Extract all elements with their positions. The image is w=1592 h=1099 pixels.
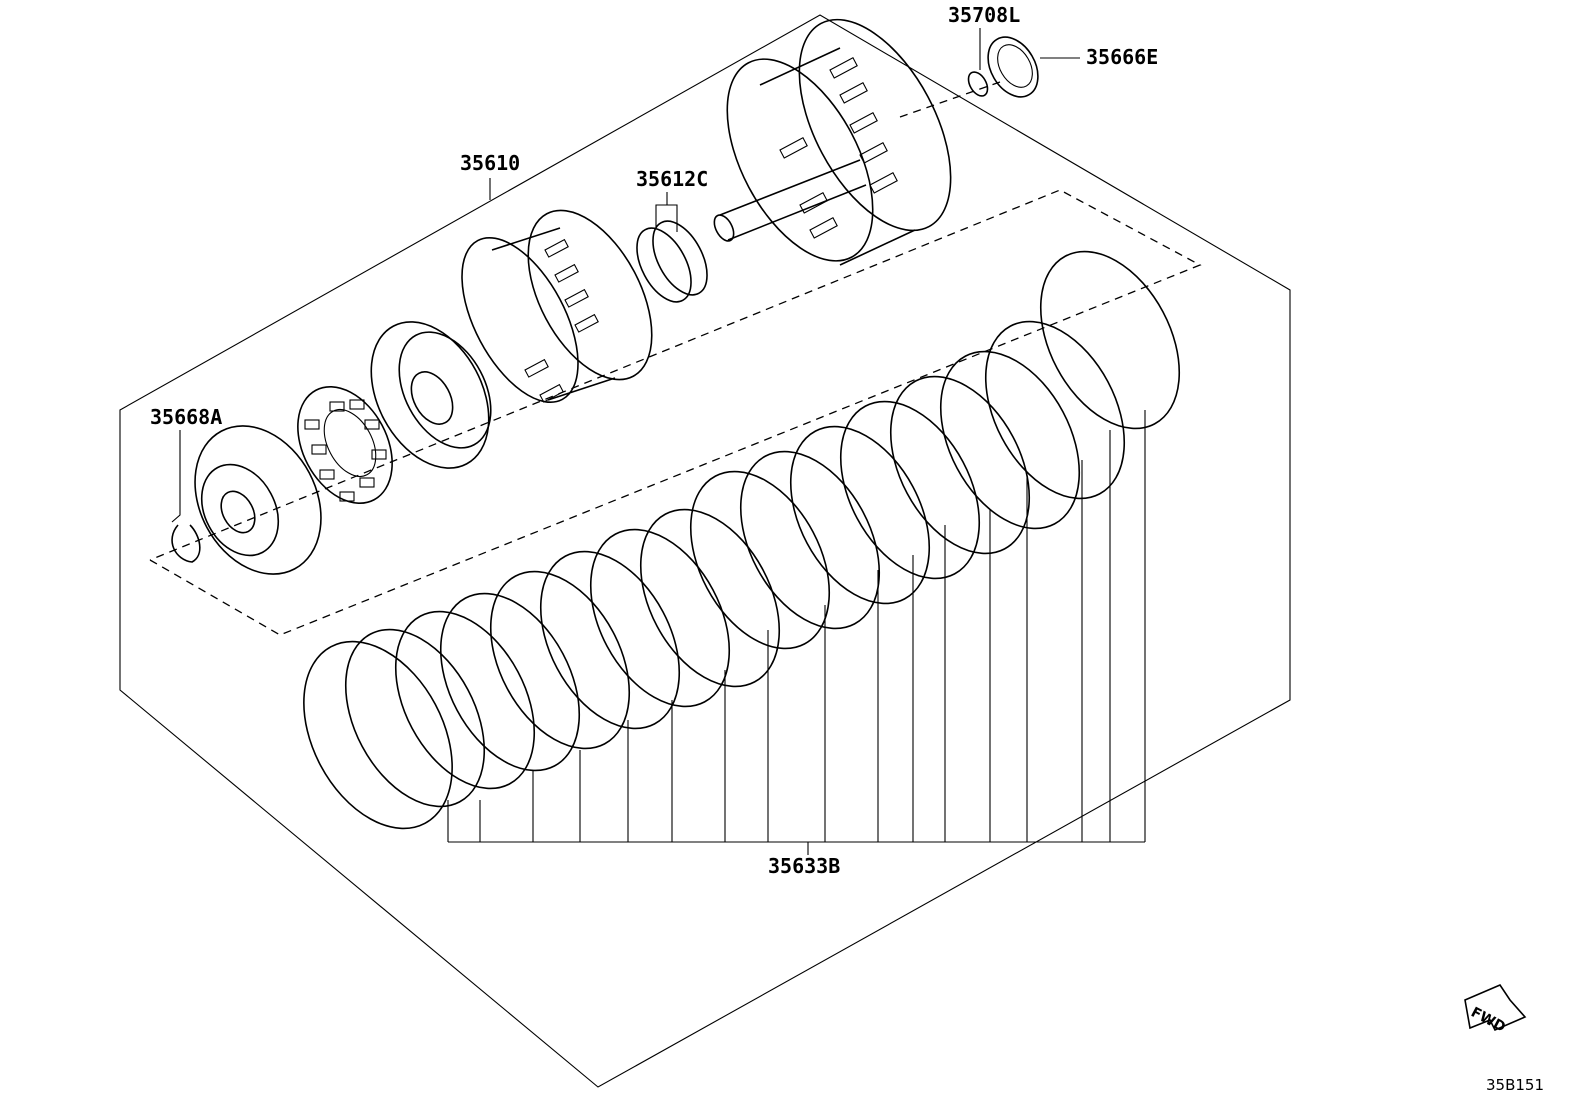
clutch-disc-stack [303, 250, 1181, 830]
inner-clutch-hub [461, 209, 653, 404]
label-35610: 35610 [460, 151, 520, 175]
diagram-code: 35B151 [1486, 1076, 1544, 1094]
dashed-group-upper [149, 189, 1202, 636]
leader-lines-35633B [447, 410, 1146, 843]
thrust-washer-35666E [987, 36, 1039, 98]
seal-rings-35612C [636, 220, 708, 303]
label-35612C: 35612C [636, 167, 708, 191]
assembly-frame [119, 14, 1291, 1088]
label-35708L: 35708L [948, 3, 1020, 27]
dashed-axis-line [899, 81, 1001, 118]
snap-ring-35708L [967, 71, 989, 97]
label-35633B: 35633B [768, 854, 840, 878]
spring-retainer-35668A [171, 425, 322, 575]
return-spring-set [297, 386, 393, 504]
leader-lines [171, 28, 1080, 855]
outer-clutch-drum [713, 18, 952, 266]
clutch-piston [370, 321, 492, 469]
fwd-arrow-icon: FWD [1464, 984, 1527, 1036]
label-35668A: 35668A [150, 405, 222, 429]
label-35666E: 35666E [1086, 45, 1158, 69]
